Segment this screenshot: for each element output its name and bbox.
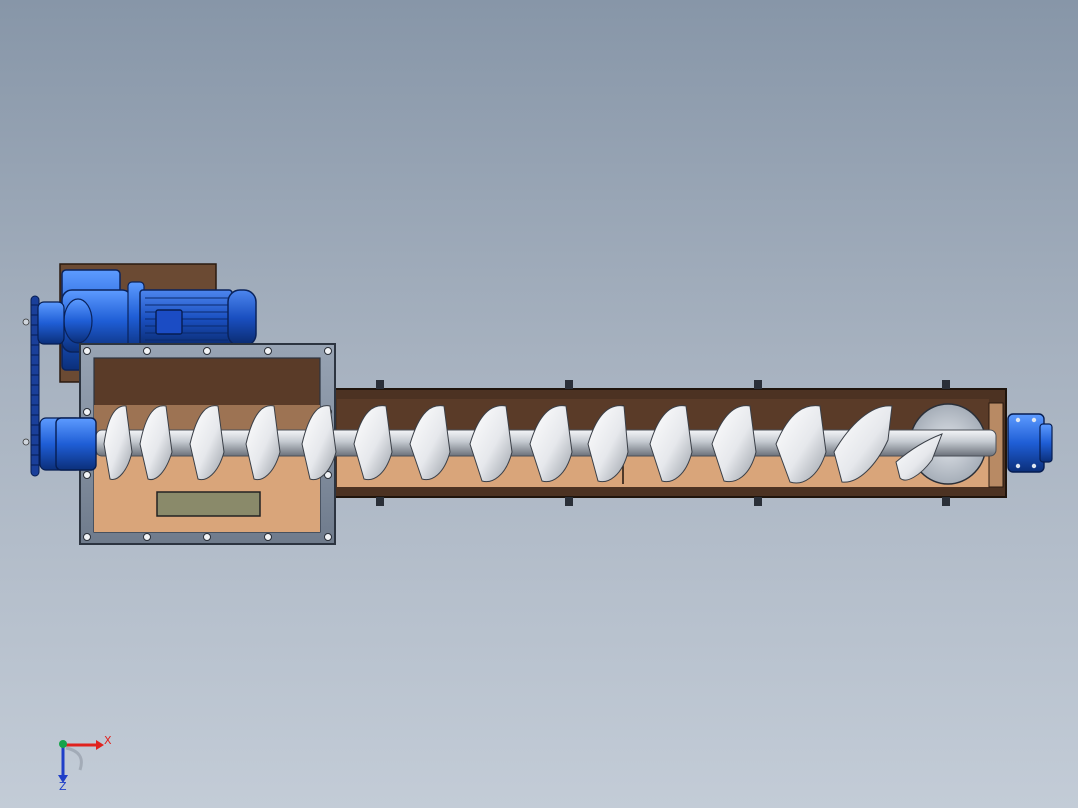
screw-flights — [103, 405, 943, 484]
trough-bottom-bolts — [376, 497, 950, 506]
axis-x-label: X — [104, 734, 112, 747]
left-bearing — [55, 417, 97, 471]
motor-assembly — [61, 269, 257, 371]
axis-triad: X Z — [58, 734, 112, 793]
motor-fan-cowl — [227, 289, 257, 347]
inspection-window — [156, 491, 261, 517]
axis-origin-icon — [59, 740, 67, 748]
right-bearing — [1007, 413, 1053, 473]
axis-z-label: Z — [59, 780, 67, 793]
upper-sprocket — [37, 301, 65, 345]
motor-terminal-box — [155, 309, 183, 335]
gearbox-hub — [63, 298, 93, 344]
trough-top-bolts — [376, 380, 950, 389]
